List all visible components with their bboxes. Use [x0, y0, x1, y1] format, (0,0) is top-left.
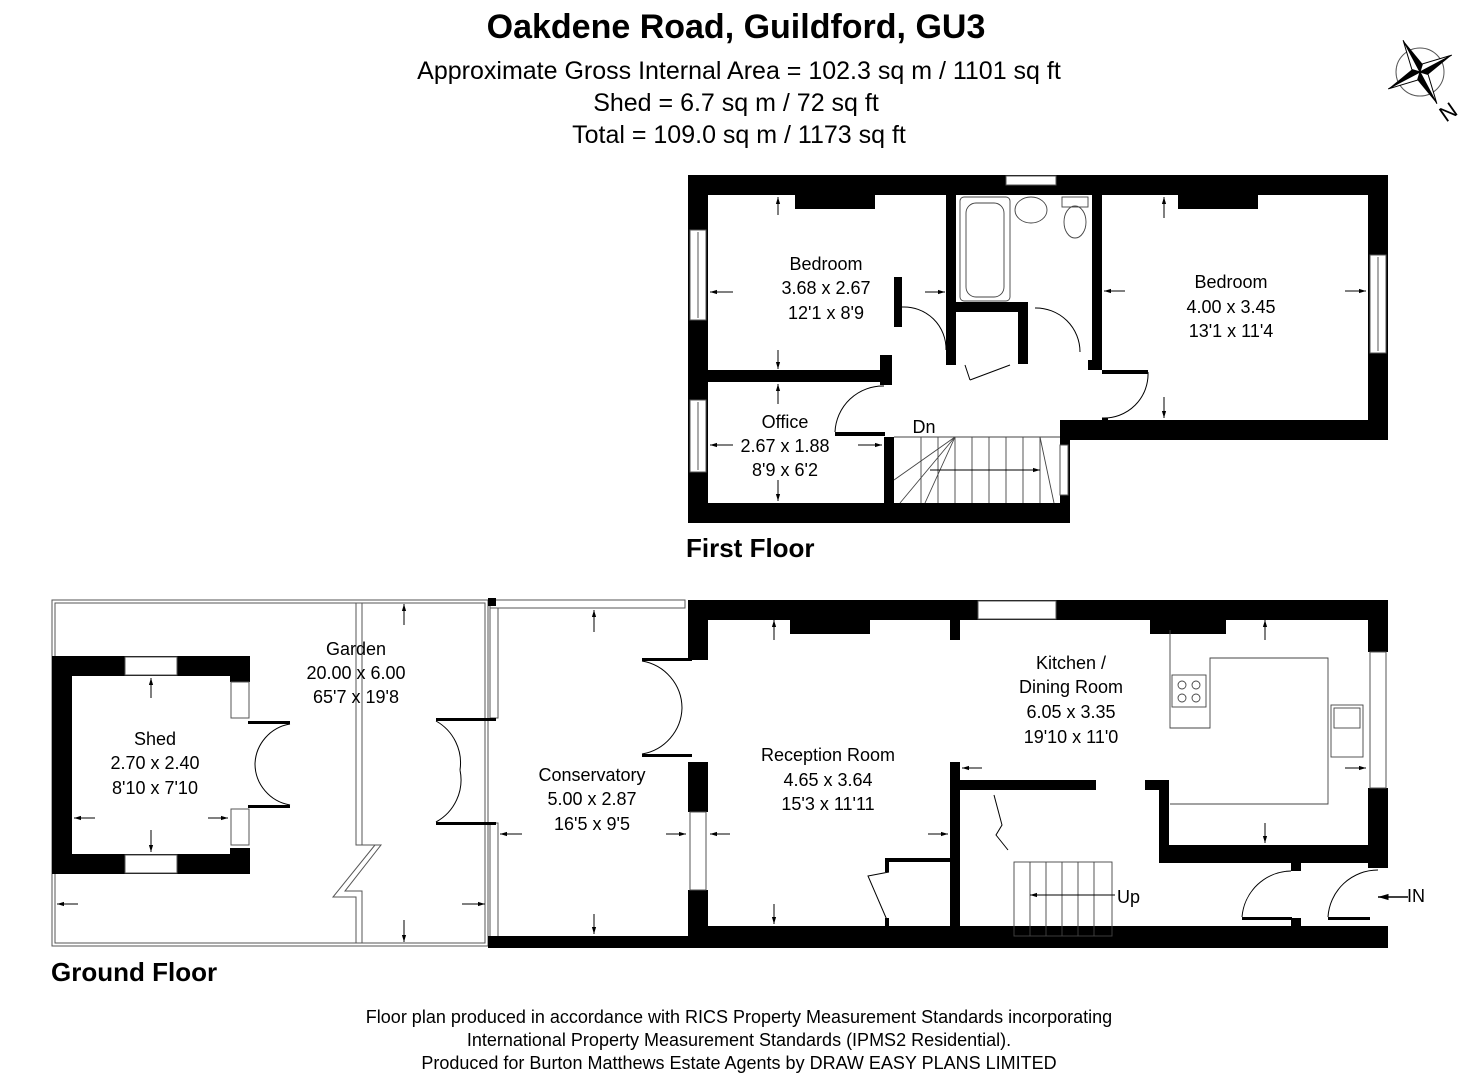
room-name-office: Office [762, 412, 809, 432]
gross-internal-area: Approximate Gross Internal Area = 102.3 … [417, 57, 1061, 85]
compass-north-label: N [1435, 97, 1462, 127]
footer-line-3: Produced for Burton Matthews Estate Agen… [421, 1053, 1057, 1073]
ground-floor-label: Ground Floor [51, 957, 218, 987]
room-metric-garden: 20.00 x 6.00 [306, 663, 405, 683]
room-name-bedroom-2: Bedroom [1194, 272, 1267, 292]
room-metric-reception: 4.65 x 3.64 [783, 770, 872, 790]
room-imperial-bedroom-1: 12'1 x 8'9 [788, 303, 864, 323]
footer-line-2: International Property Measurement Stand… [466, 1030, 1012, 1050]
room-metric-bedroom-1: 3.68 x 2.67 [781, 278, 870, 298]
total-area: Total = 109.0 sq m / 1173 sq ft [572, 121, 906, 149]
room-name-reception: Reception Room [761, 745, 895, 765]
room-imperial-garden: 65'7 x 19'8 [313, 687, 399, 707]
room-metric-office: 2.67 x 1.88 [740, 436, 829, 456]
room-imperial-shed: 8'10 x 7'10 [112, 778, 198, 798]
room-name-shed: Shed [134, 729, 176, 749]
room-name-kitchen-line2: Dining Room [1019, 677, 1123, 697]
room-name-bedroom-1: Bedroom [789, 254, 862, 274]
room-name-conservatory: Conservatory [538, 765, 645, 785]
room-imperial-bedroom-2: 13'1 x 11'4 [1189, 321, 1274, 341]
room-imperial-conservatory: 16'5 x 9'5 [554, 814, 630, 834]
shed-area: Shed = 6.7 sq m / 72 sq ft [593, 89, 879, 117]
room-metric-bedroom-2: 4.00 x 3.45 [1186, 297, 1275, 317]
room-imperial-reception: 15'3 x 11'11 [781, 794, 874, 814]
plan-title: Oakdene Road, Guildford, GU3 [486, 8, 986, 46]
stairs-up-label: Up [1117, 887, 1140, 907]
entrance-label: IN [1407, 886, 1425, 906]
room-name-garden: Garden [326, 639, 386, 659]
room-metric-shed: 2.70 x 2.40 [110, 753, 199, 773]
room-imperial-kitchen: 19'10 x 11'0 [1024, 727, 1119, 747]
stairs-down-label: Dn [912, 417, 935, 437]
room-metric-conservatory: 5.00 x 2.87 [547, 789, 636, 809]
footer-line-1: Floor plan produced in accordance with R… [365, 1007, 1113, 1027]
room-imperial-office: 8'9 x 6'2 [752, 460, 818, 480]
compass-rose-icon: N [1387, 39, 1462, 127]
ground-floor-plan: Shed 2.70 x 2.40 8'10 x 7'10 Garden 20.0… [51, 598, 1425, 948]
footer-notes: Floor plan produced in accordance with R… [0, 1006, 1478, 1075]
room-name-kitchen-line1: Kitchen / [1036, 653, 1106, 673]
first-floor-plan: Bedroom 3.68 x 2.67 12'1 x 8'9 Bedroom 4… [688, 175, 1388, 523]
first-floor-label: First Floor [686, 533, 815, 563]
room-metric-kitchen: 6.05 x 3.35 [1026, 702, 1115, 722]
